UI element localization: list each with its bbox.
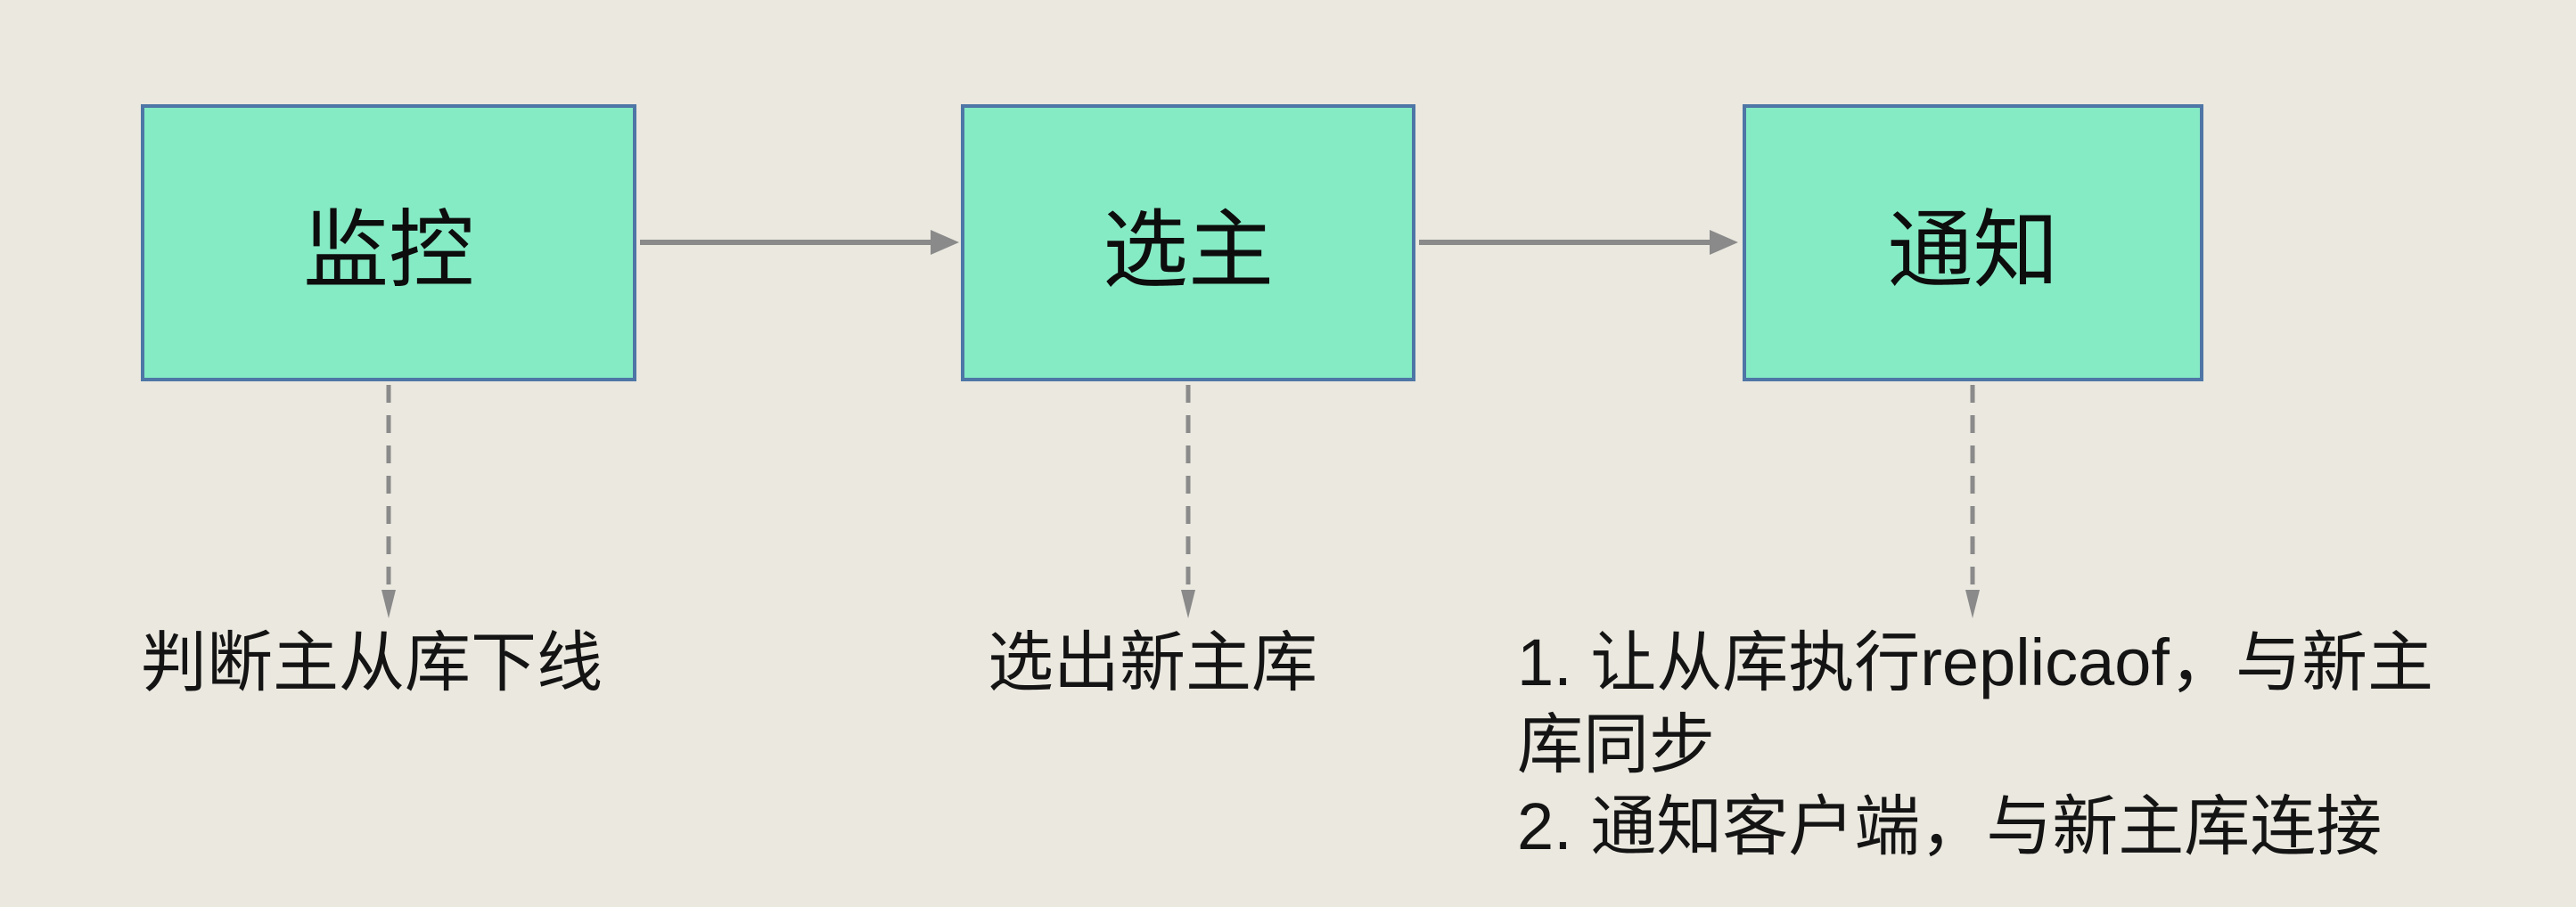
note-monitor: 判断主从库下线 bbox=[141, 622, 603, 704]
flow-box-monitor-label: 监控 bbox=[303, 203, 474, 298]
note-monitor-line: 判断主从库下线 bbox=[141, 625, 603, 699]
flow-box-elect-leader: 选主 bbox=[961, 104, 1415, 381]
note-notify: 1. 让从库执行replicaof，与新主 库同步 2. 通知客户端，与新主库连… bbox=[1517, 622, 2433, 868]
arrow-monitor-to-elect bbox=[640, 230, 959, 255]
dashed-arrow-elect-note bbox=[1181, 385, 1195, 618]
note-notify-line-2: 库同步 bbox=[1517, 707, 1715, 781]
dashed-arrow-monitor-note bbox=[381, 385, 396, 618]
arrow-elect-to-notify bbox=[1419, 230, 1738, 255]
note-notify-line-3: 2. 通知客户端，与新主库连接 bbox=[1517, 789, 2383, 863]
flow-box-elect-leader-label: 选主 bbox=[1103, 203, 1274, 298]
flow-box-monitor: 监控 bbox=[141, 104, 636, 381]
flow-box-notify-label: 通知 bbox=[1887, 203, 2059, 298]
flow-box-notify: 通知 bbox=[1743, 104, 2203, 381]
note-elect-line: 选出新主库 bbox=[988, 625, 1317, 699]
note-elect: 选出新主库 bbox=[988, 622, 1317, 704]
dashed-arrow-notify-note bbox=[1965, 385, 1980, 618]
note-notify-line-1: 1. 让从库执行replicaof，与新主 bbox=[1517, 625, 2433, 699]
